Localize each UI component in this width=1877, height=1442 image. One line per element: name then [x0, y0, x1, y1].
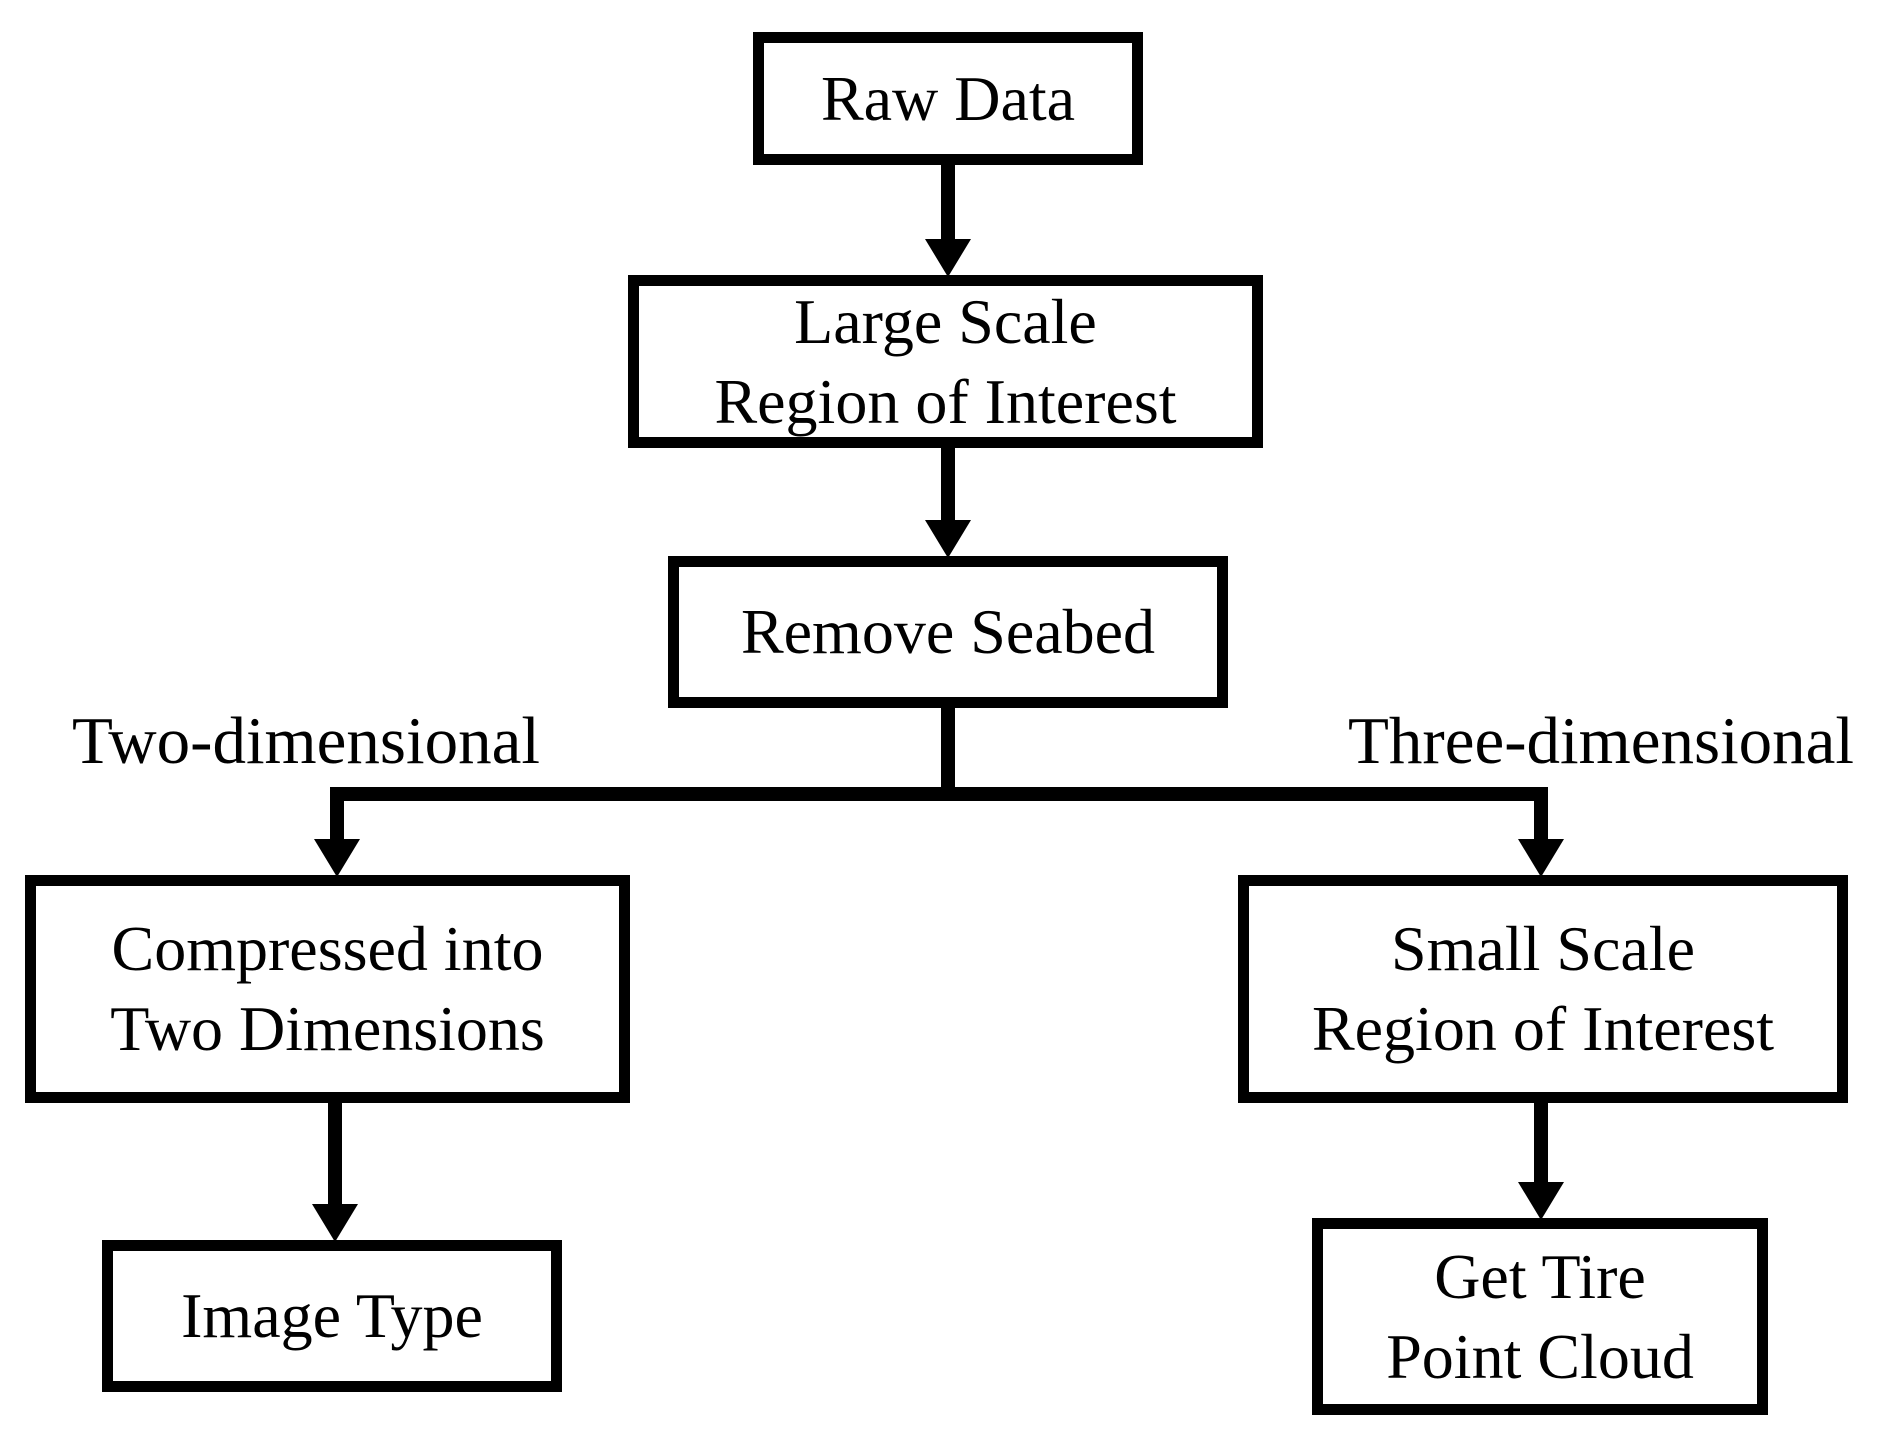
node-get-tire-point-cloud-line2: Point Cloud: [1386, 1320, 1694, 1392]
node-get-tire-point-cloud-line1: Get Tire: [1434, 1240, 1646, 1312]
node-small-scale-roi-line2: Region of Interest: [1311, 993, 1775, 1064]
node-small-scale-roi: Small Scale Region of Interest: [1238, 875, 1848, 1103]
node-raw-data-label: Raw Data: [820, 62, 1076, 134]
node-large-scale-roi-line1: Large Scale: [794, 285, 1097, 357]
branch-label-three-dimensional: Three-dimensional: [1348, 704, 1855, 778]
node-compressed-2d: Compressed into Two Dimensions: [25, 875, 630, 1103]
arrow-branch-to-small-scale: [1518, 788, 1564, 877]
branch-label-two-dimensional: Two-dimensional: [72, 704, 540, 778]
node-remove-seabed-label: Remove Seabed: [740, 596, 1156, 667]
node-compressed-2d-line1: Compressed into: [111, 913, 544, 984]
arrow-branch-to-compressed: [314, 788, 360, 877]
arrow-small-scale-to-get-tire: [1518, 1101, 1564, 1220]
node-large-scale-roi: Large Scale Region of Interest: [628, 275, 1263, 448]
node-image-type: Image Type: [102, 1240, 562, 1392]
node-small-scale-roi-line1: Small Scale: [1391, 913, 1695, 984]
node-image-type-label: Image Type: [181, 1280, 483, 1351]
arrow-compressed-to-image-type: [312, 1101, 358, 1242]
node-raw-data: Raw Data: [753, 32, 1143, 165]
arrow-raw-data-to-large-scale: [925, 163, 971, 277]
node-remove-seabed: Remove Seabed: [668, 556, 1228, 708]
arrow-large-scale-to-remove-seabed: [925, 446, 971, 558]
connector-remove-seabed-to-branch: [330, 706, 1548, 801]
node-compressed-2d-line2: Two Dimensions: [110, 993, 545, 1064]
node-large-scale-roi-line2: Region of Interest: [714, 365, 1177, 437]
node-get-tire-point-cloud: Get Tire Point Cloud: [1312, 1218, 1768, 1415]
